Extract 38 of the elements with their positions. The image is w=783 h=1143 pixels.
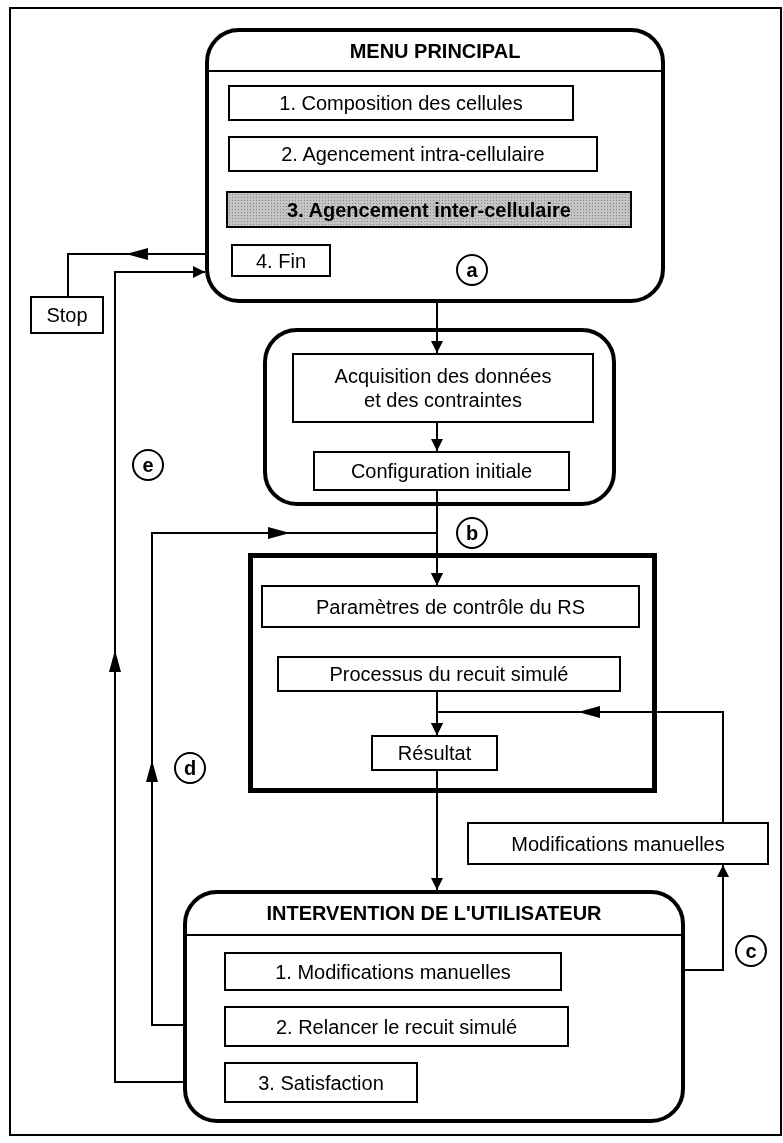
process-box bbox=[231, 244, 331, 277]
box-text: 4. Fin bbox=[255, 248, 307, 273]
process-box bbox=[224, 952, 562, 991]
process-box bbox=[261, 585, 640, 628]
process-box bbox=[228, 136, 598, 172]
highlighted-menu-item bbox=[226, 191, 632, 228]
box-text: Paramètres de contrôle du RS bbox=[315, 594, 586, 619]
rounded-box bbox=[205, 28, 665, 303]
box-heading: INTERVENTION DE L'UTILISATEUR bbox=[265, 902, 603, 925]
box-text: 1. Composition des cellules bbox=[278, 91, 524, 115]
frame-box bbox=[248, 553, 657, 793]
box-text: 2. Relancer le recuit simulé bbox=[274, 1014, 519, 1039]
box-text: Configuration initiale bbox=[349, 459, 534, 483]
box-text: Modifications manuelles bbox=[510, 831, 726, 856]
process-box bbox=[313, 451, 570, 491]
process-box bbox=[224, 1006, 569, 1047]
box-text: Acquisition des données et des contraintes bbox=[333, 364, 553, 412]
process-box bbox=[277, 656, 621, 692]
process-box bbox=[292, 353, 594, 423]
rounded-box bbox=[183, 890, 685, 1123]
process-box bbox=[371, 735, 498, 771]
box-heading: MENU PRINCIPAL bbox=[348, 40, 522, 63]
box-text: 1. Modifications manuelles bbox=[274, 959, 512, 984]
process-box bbox=[467, 822, 769, 865]
box-text: 3. Agencement inter-cellulaire bbox=[286, 197, 572, 222]
process-box bbox=[228, 85, 574, 121]
box-text: Résultat bbox=[396, 741, 473, 765]
process-box bbox=[224, 1062, 418, 1103]
process-box bbox=[30, 296, 104, 334]
box-text: 2. Agencement intra-cellulaire bbox=[280, 142, 546, 166]
callout-letter: c bbox=[735, 935, 767, 967]
box-text: Processus du recuit simulé bbox=[328, 662, 570, 686]
box-text: Stop bbox=[45, 303, 89, 327]
callout-letter: b bbox=[456, 517, 488, 549]
callout-letter: d bbox=[174, 752, 206, 784]
callout-letter: e bbox=[132, 449, 164, 481]
box-text: 3. Satisfaction bbox=[257, 1070, 385, 1095]
rounded-box bbox=[263, 328, 616, 506]
